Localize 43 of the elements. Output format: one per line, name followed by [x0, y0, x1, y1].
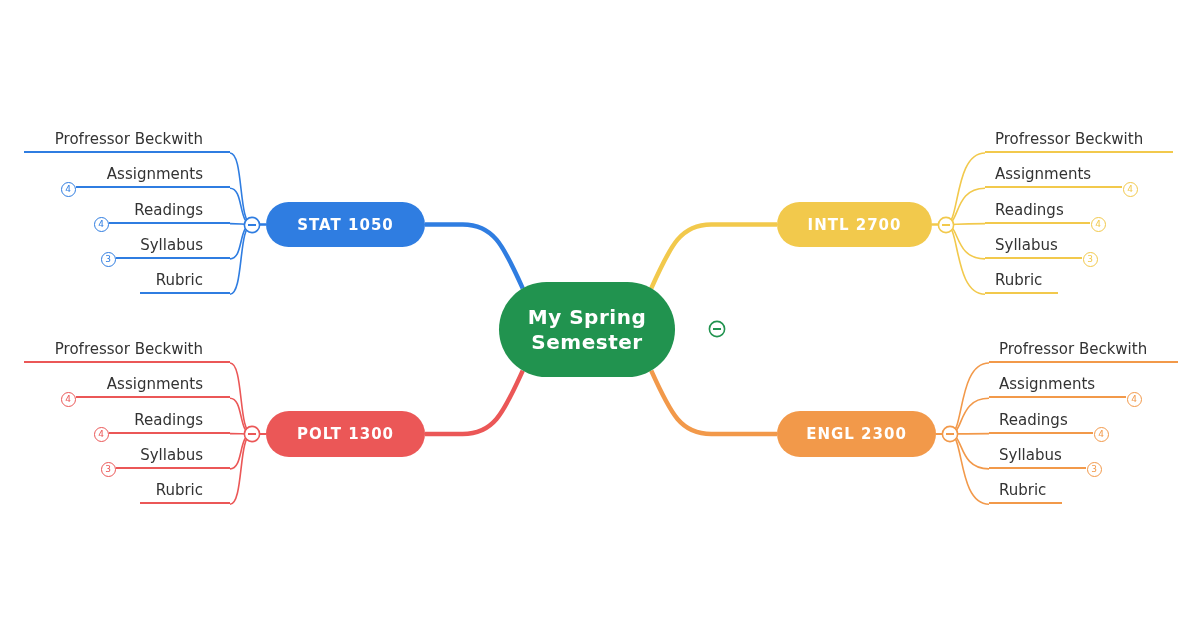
branch-topic: POLT 1300 — [266, 411, 425, 457]
connector-line — [425, 222, 525, 290]
connector-line — [425, 369, 525, 437]
topic-label: Readings — [995, 200, 1064, 219]
count-badge: 4 — [60, 181, 76, 197]
branch-topic: INTL 2700 — [777, 202, 932, 247]
topic-label: Assignments — [995, 165, 1092, 184]
branch-topic: STAT 1050 — [266, 202, 425, 247]
connector-line — [931, 223, 986, 295]
topic-label: Syllabus — [999, 445, 1062, 464]
topic-label: Readings — [134, 200, 203, 219]
count-badge: 3 — [1086, 462, 1102, 478]
connector-line — [649, 369, 777, 437]
topic-label: Profressor Beckwith — [54, 340, 203, 358]
count-badge: 3 — [100, 252, 116, 268]
count-badge: 4 — [1093, 427, 1109, 443]
topic-label: Rubric — [995, 271, 1043, 290]
topic-label: Rubric — [155, 481, 203, 500]
topic-label: Readings — [134, 410, 203, 429]
count-badge: 3 — [1082, 252, 1098, 268]
branch-topic: ENGL 2300 — [777, 411, 936, 457]
connector-line — [229, 223, 267, 295]
count-badge: 3 — [100, 462, 116, 478]
central-topic: My Spring Semester — [499, 282, 675, 377]
topic-label: Syllabus — [140, 445, 203, 464]
topic-label: Assignments — [106, 165, 203, 184]
topic-label: Profressor Beckwith — [54, 130, 203, 148]
topic-label: Profressor Beckwith — [999, 340, 1148, 358]
topic-label: Assignments — [999, 375, 1096, 394]
topic-label: Assignments — [106, 375, 203, 394]
count-badge: 4 — [93, 217, 109, 233]
connector-line — [649, 222, 777, 290]
count-badge: 4 — [1126, 391, 1142, 407]
topic-label: Rubric — [155, 271, 203, 290]
topic-label: Syllabus — [995, 235, 1058, 254]
topic-label: Syllabus — [140, 235, 203, 254]
count-badge: 4 — [60, 391, 76, 407]
topic-label: Rubric — [999, 481, 1047, 500]
topic-label: Readings — [999, 410, 1068, 429]
count-badge: 4 — [1122, 181, 1138, 197]
count-badge: 4 — [93, 427, 109, 443]
count-badge: 4 — [1090, 217, 1106, 233]
topic-label: Profressor Beckwith — [995, 130, 1144, 148]
